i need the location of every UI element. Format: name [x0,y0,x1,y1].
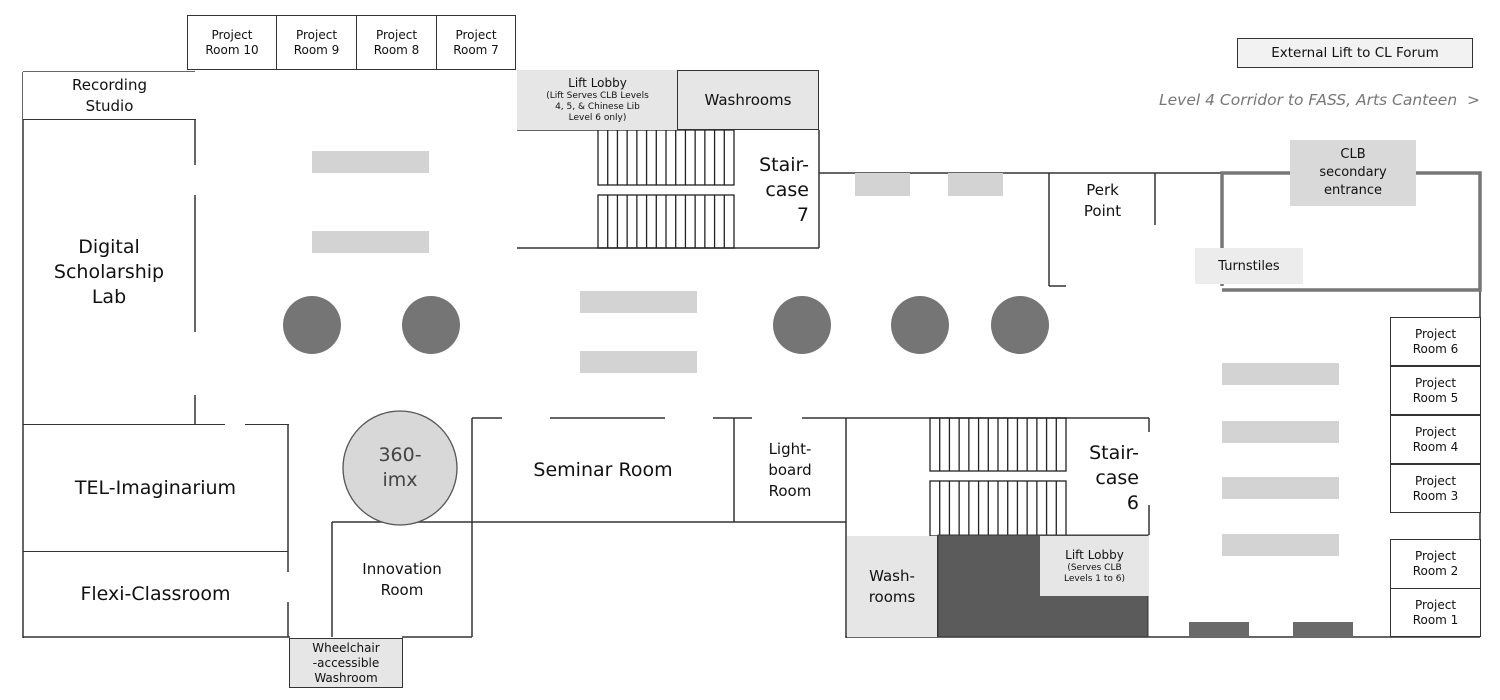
table [580,291,697,313]
lift-lobby-top-note: (Lift Serves CLB Levels 4, 5, & Chinese … [546,91,649,123]
table [312,231,429,253]
clb-secondary-entrance[interactable]: CLB secondary entrance [1290,140,1416,206]
wheelchair-washroom[interactable]: Wheelchair -accessible Washroom [289,638,403,688]
lightboard-room[interactable]: Light- board Room [768,440,812,500]
imx-360-label: 360- imx [378,444,422,491]
project-room-3[interactable]: Project Room 3 [1390,464,1481,513]
flexi-classroom[interactable]: Flexi-Classroom [80,583,231,605]
washrooms-top[interactable]: Washrooms [677,70,819,130]
table [580,351,697,373]
project-room-4[interactable]: Project Room 4 [1390,415,1481,464]
table [1222,363,1339,385]
column [283,296,341,354]
column [402,296,460,354]
divider [245,424,289,425]
tables [312,151,1339,556]
table [855,173,910,196]
table [312,151,429,173]
column [891,296,949,354]
perk-point[interactable]: Perk Point [1083,181,1122,220]
exit-bar [1293,622,1353,637]
exit-bar [1189,622,1249,637]
column [991,296,1049,354]
imx-360-room[interactable] [342,410,458,526]
table [948,173,1003,196]
columns [283,296,1049,354]
seminar-room[interactable]: Seminar Room [533,459,673,481]
external-lift-label[interactable]: External Lift to CL Forum [1237,38,1473,68]
divider [23,424,225,425]
lift-lobby-top-label: Lift Lobby [568,76,627,90]
lift-lobby-bottom-note: (Serves CLB Levels 1 to 6) [1063,562,1126,584]
staircase-7: Stair- case 7 [759,153,809,226]
table [1222,477,1339,499]
lift-lobby-top[interactable]: Lift Lobby (Lift Serves CLB Levels 4, 5,… [517,70,678,130]
table [1222,421,1339,443]
lift-lobby-bottom[interactable]: Lift Lobby (Serves CLB Levels 1 to 6) [1040,536,1149,596]
washrooms-bottom[interactable]: Wash- rooms [847,536,938,637]
project-room-2[interactable]: Project Room 2 [1390,539,1481,589]
divider [23,551,288,552]
staircase-6: Stair- case 6 [1089,441,1139,514]
tel-imaginarium[interactable]: TEL-Imaginarium [74,477,237,499]
turnstiles[interactable]: Turnstiles [1195,248,1303,284]
innovation-room[interactable]: Innovation Room [362,560,442,599]
project-room-6[interactable]: Project Room 6 [1390,317,1481,366]
digital-scholarship-lab[interactable]: Digital Scholarship Lab [53,236,165,308]
lift-lobby-bottom-label: Lift Lobby [1065,547,1124,562]
project-room-8[interactable]: Project Room 8 [356,15,437,70]
corridor-direction-label: Level 4 Corridor to FASS, Arts Canteen > [1159,91,1480,109]
project-room-10[interactable]: Project Room 10 [187,15,277,70]
entrance-frame [1220,171,1482,292]
project-room-5[interactable]: Project Room 5 [1390,366,1481,415]
project-room-1[interactable]: Project Room 1 [1390,588,1481,637]
column [773,296,831,354]
table [1222,534,1339,556]
recording-studio[interactable]: Recording Studio [23,72,196,120]
project-room-7[interactable]: Project Room 7 [436,15,516,70]
project-room-9[interactable]: Project Room 9 [276,15,357,70]
